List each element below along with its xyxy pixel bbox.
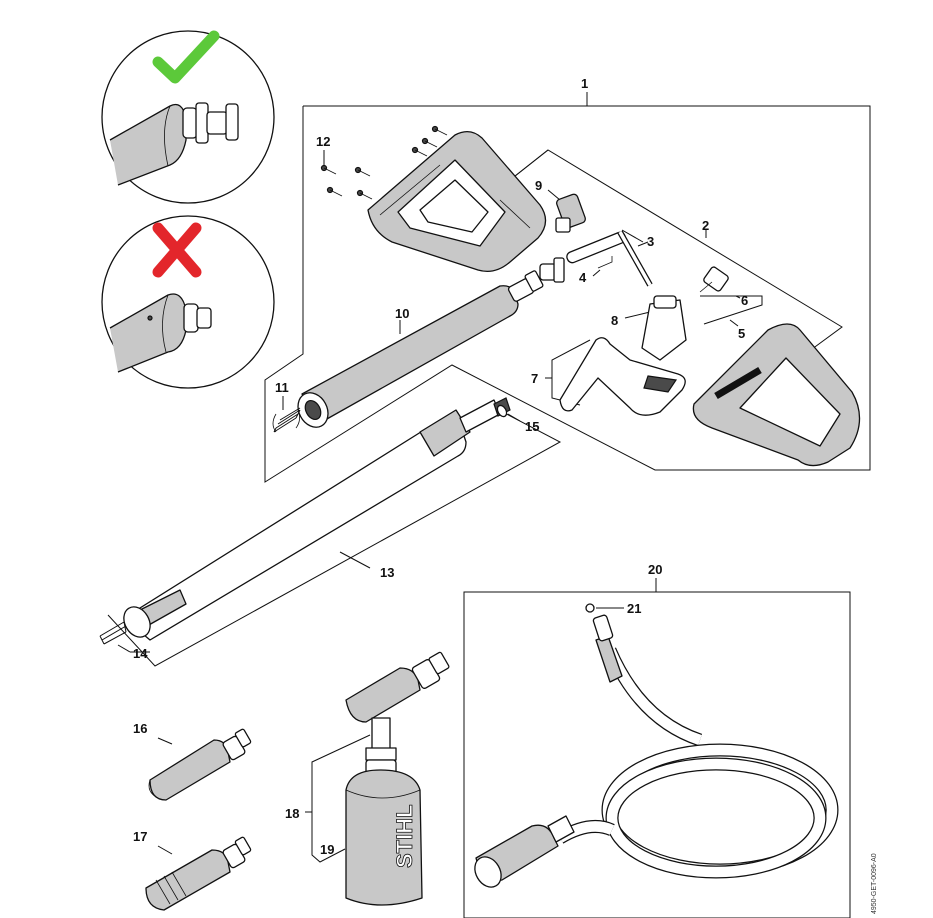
callout-labels: 1 2 3 4 5 6 7 8 9 10 11 12 13 14 15 16 1… xyxy=(133,76,748,857)
callout-9: 9 xyxy=(535,178,542,193)
trigger-lock-part-6 xyxy=(699,266,729,293)
group-outline-2 xyxy=(509,149,843,353)
group-outline-1 xyxy=(264,92,871,483)
valve-part-9 xyxy=(547,189,586,233)
document-id: 4950-GET-0096-A0 xyxy=(871,853,878,914)
callout-1: 1 xyxy=(581,76,588,91)
handle-shell-part-2 xyxy=(692,323,861,467)
callout-2: 2 xyxy=(702,218,709,233)
callout-8: 8 xyxy=(611,313,618,328)
callout-21: 21 xyxy=(627,601,641,616)
nozzle-connector-small xyxy=(539,257,565,283)
group-outline-20 xyxy=(463,578,851,918)
callout-19: 19 xyxy=(320,842,334,857)
nozzle-part-17 xyxy=(145,836,252,911)
callout-15: 15 xyxy=(525,419,539,434)
spring-part-14 xyxy=(99,621,131,653)
screws-part-12 xyxy=(320,125,448,200)
o-ring-part-21 xyxy=(585,603,624,613)
extension-tube-part-10 xyxy=(297,270,544,428)
callout-14: 14 xyxy=(133,646,148,661)
foam-nozzle-part-18 xyxy=(345,651,450,761)
callout-6: 6 xyxy=(741,293,748,308)
callout-4: 4 xyxy=(579,270,587,285)
gun-housing-part-1 xyxy=(367,131,547,273)
checkmark-icon xyxy=(152,30,220,84)
callout-11: 11 xyxy=(275,380,289,395)
valve-block-part-8 xyxy=(624,295,687,361)
spray-lance-part-13 xyxy=(123,397,511,641)
nozzle-part-16 xyxy=(148,728,252,801)
spring-part-11 xyxy=(272,396,301,433)
clip-part-4 xyxy=(592,256,613,277)
callout-leaders xyxy=(130,230,741,653)
o-ring-part-15 xyxy=(496,404,521,422)
foam-bottle-part-19: STIHL xyxy=(345,759,423,906)
group-outline-13 xyxy=(107,407,562,667)
callout-13: 13 xyxy=(380,565,394,580)
callout-16: 16 xyxy=(133,721,147,736)
trigger-part-7 xyxy=(559,337,686,416)
valve-rod-part-3 xyxy=(566,229,653,287)
callout-20: 20 xyxy=(648,562,662,577)
callout-7: 7 xyxy=(531,371,538,386)
callout-10: 10 xyxy=(395,306,409,321)
callout-18: 18 xyxy=(285,806,299,821)
bottle-brand-label: STIHL xyxy=(392,804,417,868)
callout-5: 5 xyxy=(738,326,745,341)
high-pressure-hose-part-20 xyxy=(474,614,839,888)
callout-3: 3 xyxy=(647,234,654,249)
correct-connection-illustration xyxy=(101,30,275,204)
incorrect-connection-illustration xyxy=(101,215,275,389)
cross-icon xyxy=(152,222,202,278)
callout-12: 12 xyxy=(316,134,330,149)
callout-17: 17 xyxy=(133,829,147,844)
group-bracket-6-5 xyxy=(700,295,763,325)
group-bracket-18 xyxy=(305,734,371,863)
